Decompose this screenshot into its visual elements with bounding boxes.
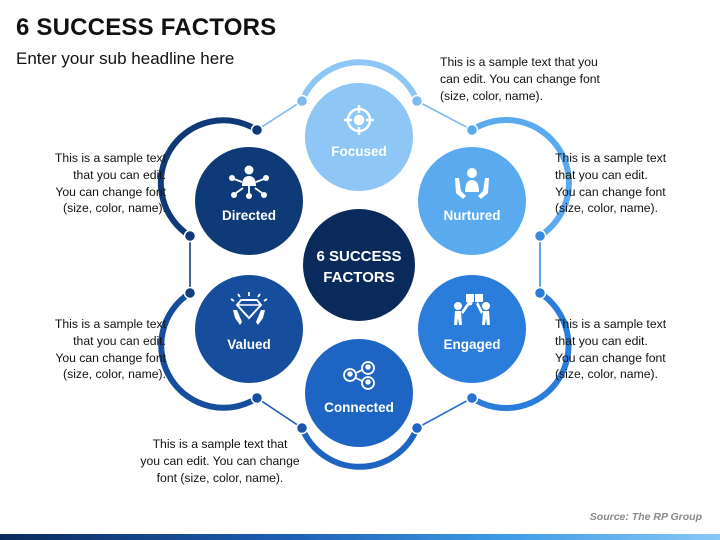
- center-label-line2: FACTORS: [323, 269, 394, 286]
- factor-label-valued: Valued: [227, 337, 271, 352]
- page-subtitle: Enter your sub headline here: [16, 49, 235, 68]
- factor-label-nurtured: Nurtured: [444, 208, 501, 223]
- teamwork-puzzle-icon: [454, 294, 490, 325]
- connector-lines: [189, 100, 541, 429]
- factor-node-nurtured: Nurtured: [418, 147, 526, 255]
- diamond-hands-icon: [230, 292, 268, 325]
- connector-dots: [183, 94, 547, 435]
- outer-arcs: [157, 59, 572, 470]
- center-label-line1: 6 SUCCESS: [316, 248, 401, 265]
- network-people-icon: [343, 361, 375, 390]
- factor-label-connected: Connected: [324, 400, 394, 415]
- source-credit: Source: The RP Group: [589, 511, 702, 523]
- page-title: 6 SUCCESS FACTORS: [16, 14, 277, 41]
- note-right-lower: This is a sample text that you can edit.…: [555, 317, 667, 382]
- factor-node-connected: Connected: [305, 339, 413, 447]
- note-bottom: This is a sample text that you can edit.…: [140, 437, 300, 485]
- caring-hands-icon: [455, 168, 489, 199]
- factor-node-valued: Valued: [195, 275, 303, 383]
- note-left-lower: This is a sample text that you can edit.…: [54, 317, 166, 382]
- note-top-right: This is a sample text that you can edit.…: [440, 55, 600, 103]
- center-node: 6 SUCCESS FACTORS: [303, 209, 415, 321]
- factor-node-engaged: Engaged: [418, 275, 526, 383]
- factor-label-focused: Focused: [331, 144, 387, 159]
- note-left-upper: This is a sample text that you can edit.…: [54, 151, 166, 216]
- factor-node-focused: Focused: [305, 83, 413, 191]
- factor-label-directed: Directed: [222, 208, 276, 223]
- hub-person-icon: [229, 165, 269, 199]
- footer-gradient-bar: [0, 534, 720, 540]
- target-icon: [344, 105, 374, 135]
- note-right-upper: This is a sample text that you can edit.…: [555, 151, 667, 216]
- factor-label-engaged: Engaged: [443, 337, 500, 352]
- factor-node-directed: Directed: [195, 147, 303, 255]
